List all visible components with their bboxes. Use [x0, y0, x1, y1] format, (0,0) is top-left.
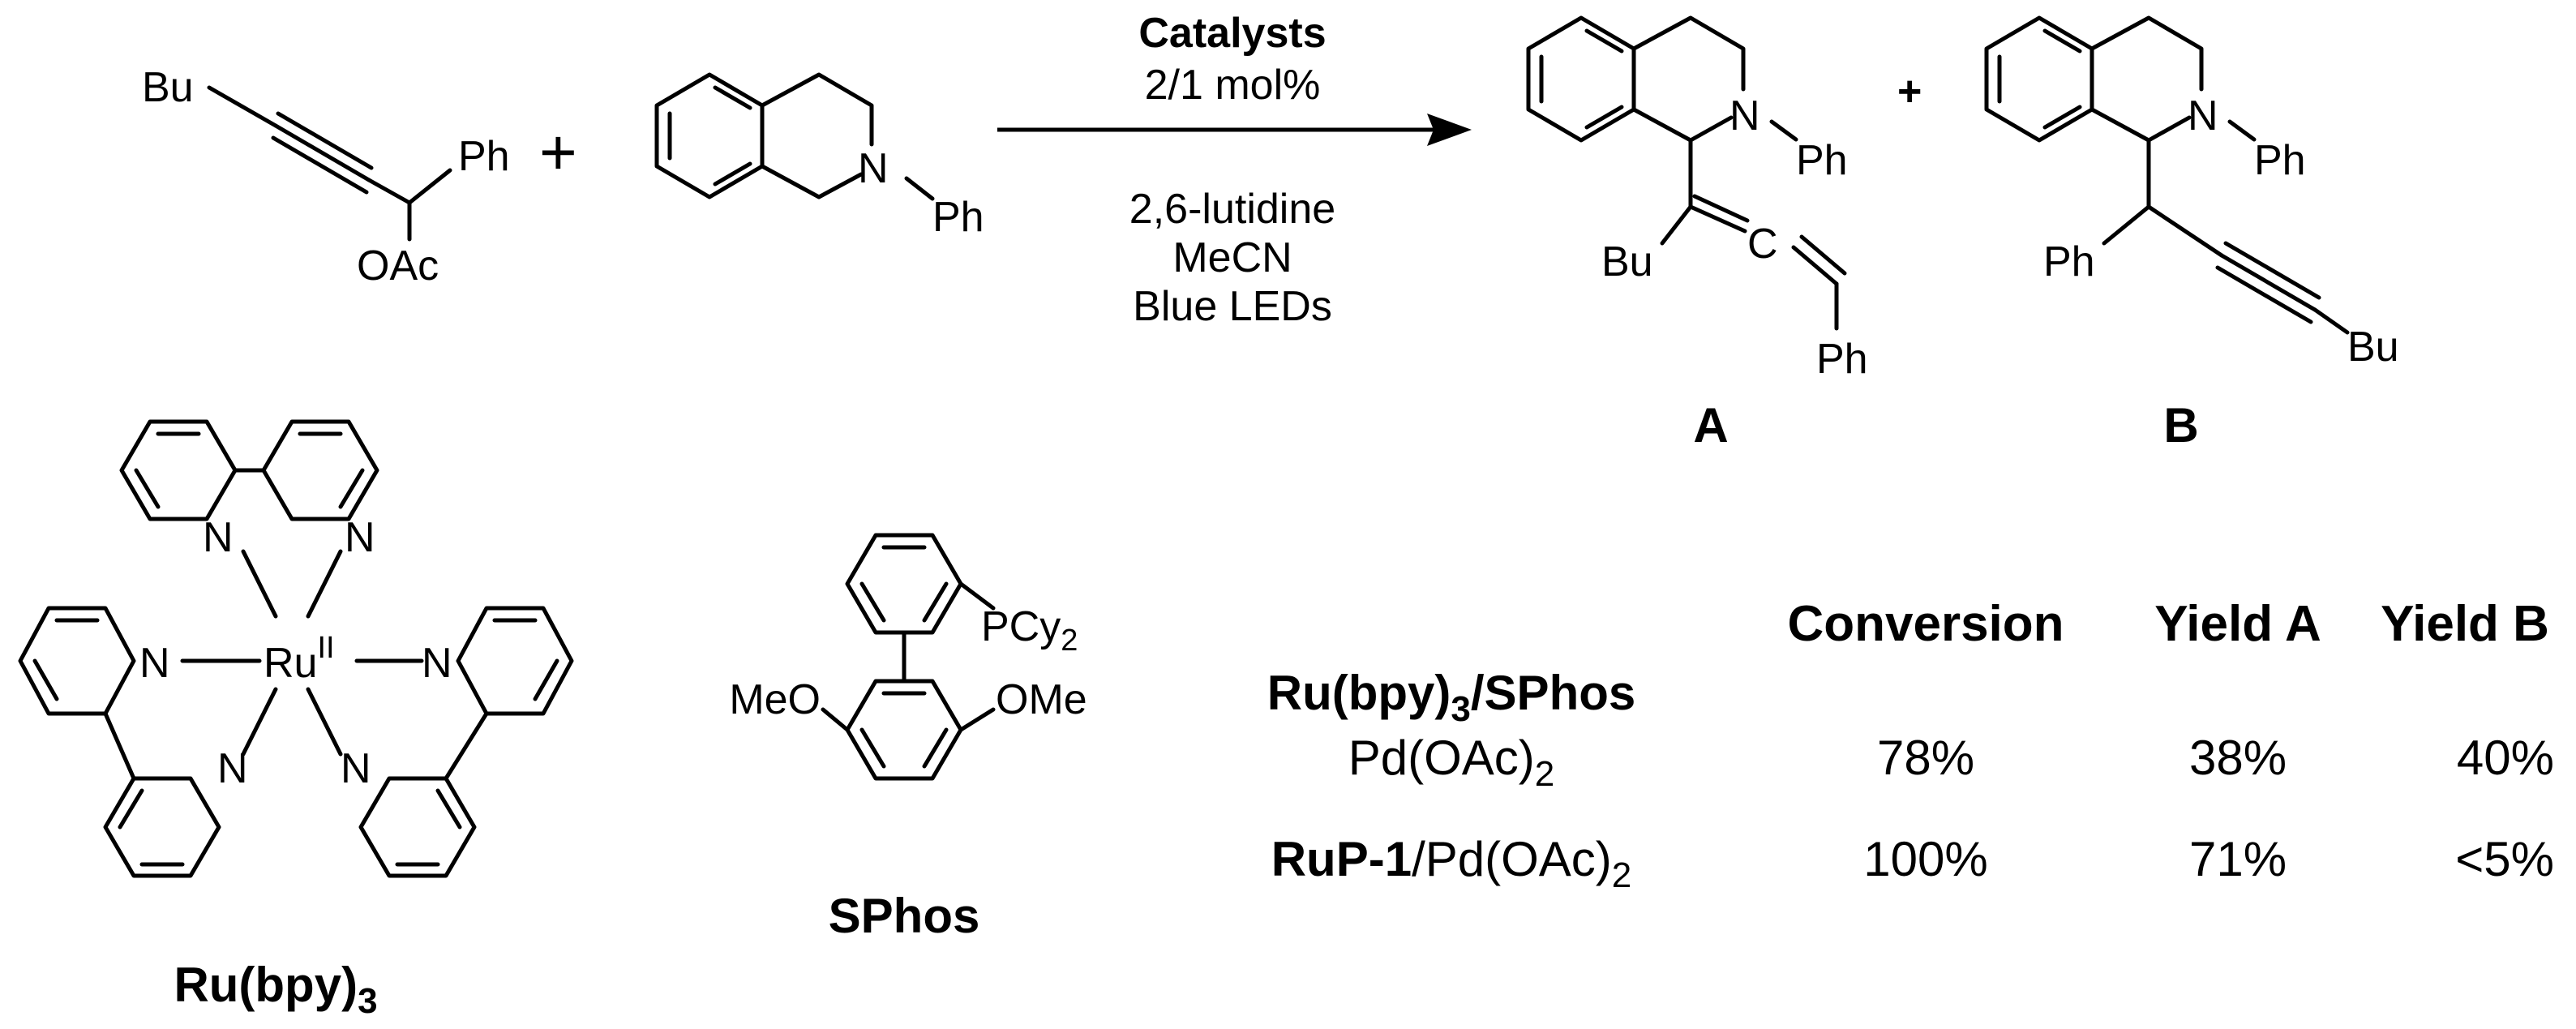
oac-label: OAc [357, 242, 439, 289]
ph-label: Ph [932, 194, 984, 241]
bu-label: Bu [1601, 238, 1653, 285]
plus-sign-1: + [539, 116, 577, 188]
bu-label: Bu [2347, 324, 2399, 371]
header-conversion: Conversion [1787, 596, 2064, 652]
header-yield-b: Yield B [2381, 596, 2549, 652]
catalysts-label: Catalysts [1138, 10, 1326, 57]
ph-label: Ph [1796, 137, 1848, 184]
row2-catalyst: RuP-1/Pd(OAc)2 [1271, 832, 1632, 895]
ru-bpy3-structure: N N N N N N RuII Ru(bpy)3 [18, 419, 574, 1021]
ph-label: Ph [458, 133, 510, 180]
reactant-propargyl-acetate: Bu Ph OAc [142, 64, 510, 289]
row1-yield-b: 40% [2457, 731, 2554, 785]
n-label: N [1729, 92, 1760, 139]
n-label: N [422, 640, 452, 687]
n-label: N [341, 745, 371, 792]
reactant-n-phenyl-thiq: N Ph [654, 72, 984, 241]
n-label: N [203, 514, 234, 561]
ph-label: Ph [1816, 336, 1868, 383]
ru-center-label: RuII [264, 631, 335, 687]
row2-yield-a: 71% [2189, 832, 2287, 886]
sphos-name-label: SPhos [829, 889, 980, 943]
solvent-label: MeCN [1172, 234, 1292, 281]
meo-label: MeO [729, 676, 821, 723]
plus-sign-2: + [1897, 68, 1922, 115]
row1-yield-a: 38% [2189, 731, 2287, 785]
light-label: Blue LEDs [1133, 283, 1332, 330]
ru-bpy3-name-label: Ru(bpy)3 [174, 958, 377, 1021]
results-table: Conversion Yield A Yield B Ru(bpy)3/SPho… [1267, 596, 2554, 895]
compound-label-a: A [1693, 398, 1728, 452]
bu-label: Bu [142, 64, 194, 111]
header-yield-a: Yield A [2154, 596, 2321, 652]
n-label: N [2188, 92, 2218, 139]
n-label: N [345, 514, 375, 561]
row2-conversion: 100% [1863, 832, 1987, 886]
row2-yield-b: <5% [2455, 832, 2554, 886]
n-label: N [217, 745, 248, 792]
ph-label: Ph [2254, 137, 2306, 184]
product-a-allene: N Ph Bu C Ph A [1526, 15, 1868, 452]
ph-label: Ph [2043, 238, 2095, 285]
compound-label-b: B [2163, 398, 2198, 452]
pcy2-label: PCy2 [981, 603, 1078, 658]
sphos-structure: PCy2 MeO OMe SPhos [729, 533, 1087, 943]
product-b-alkyne: N Ph Ph Bu B [1984, 15, 2399, 452]
catalyst-loading: 2/1 mol% [1145, 62, 1321, 109]
row1-catalyst-line1: Ru(bpy)3/SPhos [1267, 666, 1636, 729]
reaction-arrow [997, 114, 1472, 146]
row1-catalyst-line2: Pd(OAc)2 [1348, 731, 1555, 794]
n-label: N [858, 145, 889, 192]
base-label: 2,6-lutidine [1129, 186, 1335, 233]
allene-c-label: C [1747, 221, 1778, 268]
n-label: N [139, 640, 170, 687]
ome-label: OMe [996, 676, 1087, 723]
row1-conversion: 78% [1877, 731, 1974, 785]
